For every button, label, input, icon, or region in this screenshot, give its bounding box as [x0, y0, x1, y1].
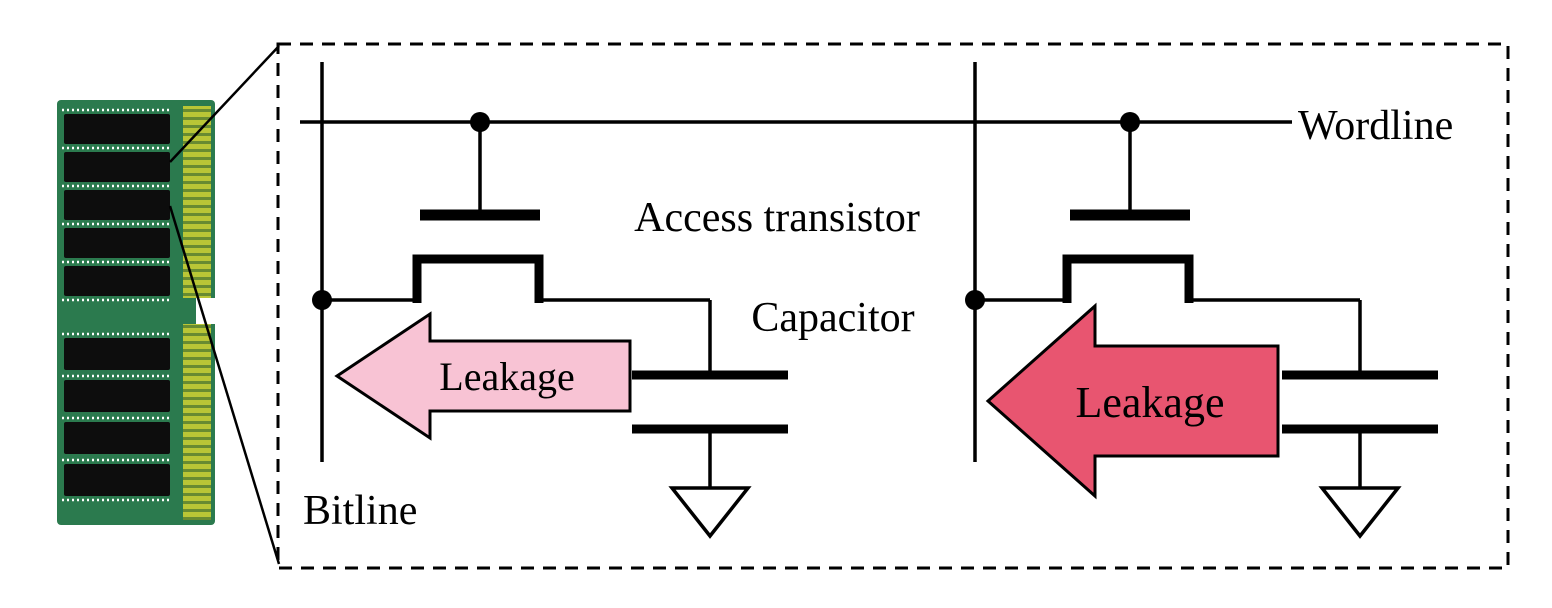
- zoom-line-top: [169, 45, 280, 163]
- circuit-box-border: [276, 42, 1510, 570]
- capacitor-label: Capacitor: [751, 295, 914, 341]
- transistor-channel: [412, 254, 544, 303]
- leakage-label-left: Leakage: [439, 354, 574, 399]
- dimm-chip: [64, 338, 170, 370]
- ground-symbol: [668, 486, 752, 539]
- ground-symbol: [1318, 486, 1402, 539]
- zoom-callout-lines: [168, 45, 281, 565]
- transistor-channel: [1062, 254, 1194, 303]
- dimm-chip: [64, 464, 170, 496]
- dimm-pin-strip-bottom: [183, 324, 211, 520]
- dimm-chip: [64, 190, 170, 220]
- diagram-labels: Wordline Access transistor Capacitor Bit…: [303, 103, 1453, 534]
- dimm-chip: [64, 266, 170, 296]
- dimm-chip: [64, 152, 170, 182]
- dimm-chip: [64, 228, 170, 258]
- leakage-label-right: Leakage: [1076, 378, 1225, 427]
- dram-cell-left: Leakage: [312, 62, 788, 539]
- zoom-line-bottom: [168, 205, 281, 565]
- dimm-chip: [64, 114, 170, 144]
- leakage-arrow-left: [334, 311, 632, 441]
- dimm-chip: [64, 380, 170, 412]
- bitline-label: Bitline: [303, 488, 417, 534]
- dram-cell-right: Leakage: [965, 62, 1438, 539]
- dimm-module: [57, 100, 216, 525]
- dimm-chip: [64, 422, 170, 454]
- wordline-label: Wordline: [1298, 103, 1453, 149]
- dimm-solder-pads: [62, 108, 172, 502]
- access-transistor-label: Access transistor: [634, 195, 920, 241]
- leakage-arrow-right: [985, 302, 1280, 500]
